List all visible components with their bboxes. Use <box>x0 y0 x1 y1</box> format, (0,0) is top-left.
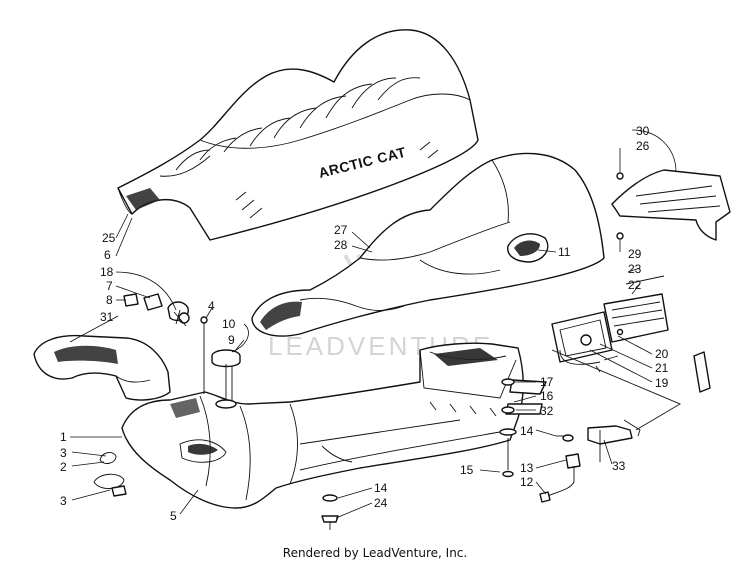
label-14: 14 <box>520 424 534 438</box>
label-5: 5 <box>170 509 177 523</box>
label-31: 31 <box>100 310 114 324</box>
leader-lines <box>69 129 677 519</box>
label-32: 32 <box>540 404 554 418</box>
label-3: 3 <box>60 494 67 508</box>
label-7: 7 <box>106 279 113 293</box>
side-bracket <box>611 169 731 241</box>
label-33: 33 <box>612 459 626 473</box>
label-3: 3 <box>60 446 67 460</box>
label-17: 17 <box>540 375 554 389</box>
label-16: 16 <box>540 389 554 403</box>
fuel-cap <box>200 316 241 409</box>
seat-foam <box>251 152 605 337</box>
tail-light <box>551 275 669 365</box>
label-11: 11 <box>558 245 571 259</box>
callout-labels: 1 3 2 3 5 4 10 9 25 6 18 7 8 31 27 28 11… <box>60 124 669 523</box>
label-25: 25 <box>102 231 116 245</box>
label-23: 23 <box>628 262 642 276</box>
label-21: 21 <box>655 361 669 375</box>
small-fasteners <box>93 452 339 530</box>
label-19: 19 <box>655 376 669 390</box>
label-2: 2 <box>60 460 67 474</box>
label-27: 27 <box>334 223 348 237</box>
label-26: 26 <box>636 139 650 153</box>
label-14: 14 <box>374 481 388 495</box>
label-1: 1 <box>60 430 67 444</box>
label-10: 10 <box>222 317 236 331</box>
label-13: 13 <box>520 461 534 475</box>
seat-cover: ARCTIC CAT <box>117 29 479 241</box>
hinge-parts <box>123 293 190 327</box>
label-30: 30 <box>636 124 650 138</box>
label-4: 4 <box>208 299 215 313</box>
rear-cover <box>33 334 171 401</box>
label-20: 20 <box>655 347 669 361</box>
footer-credit: Rendered by LeadVenture, Inc. <box>282 546 468 560</box>
label-12: 12 <box>520 475 534 489</box>
label-24: 24 <box>374 496 388 510</box>
label-29: 29 <box>628 247 642 261</box>
seat-base <box>121 342 524 509</box>
label-28: 28 <box>334 238 348 252</box>
label-8: 8 <box>106 293 113 307</box>
latch-hardware <box>499 349 711 503</box>
label-18: 18 <box>100 265 114 279</box>
label-6: 6 <box>104 248 111 262</box>
label-15: 15 <box>460 463 474 477</box>
label-9: 9 <box>228 333 235 347</box>
label-22: 22 <box>628 278 642 292</box>
